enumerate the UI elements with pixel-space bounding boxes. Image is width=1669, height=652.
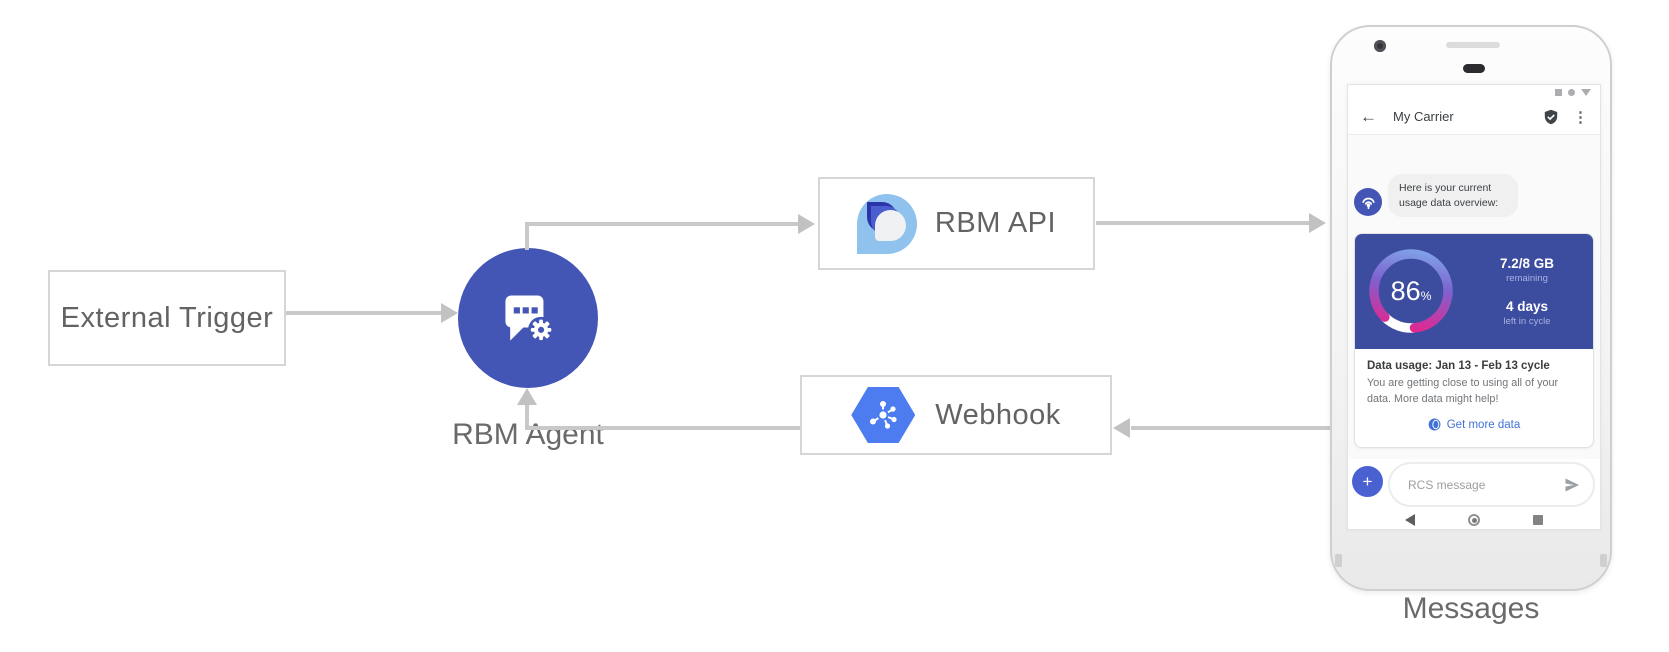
external-trigger-label: External Trigger [60,301,274,334]
status-dot-icon [1568,89,1575,96]
phone-device: ← My Carrier ⋮ Here is your current usag [1330,25,1612,591]
message-input-pill [1388,462,1595,507]
status-triangle-icon [1581,89,1591,96]
verified-shield-icon [1544,109,1558,124]
add-attachment-button[interactable]: + [1352,466,1383,497]
antenna-mark-right [1600,554,1607,567]
rbm-api-label: RBM API [934,207,1057,239]
get-more-data-label: Get more data [1446,418,1521,431]
rbm-api-logo-icon [856,193,917,254]
usage-body-text: You are getting close to using all of yo… [1367,377,1559,405]
chat-gear-icon [505,295,555,343]
arrow-trigger-to-agent [286,311,444,315]
remaining-value: 7.2/8 GB [1499,256,1555,271]
webhook-hexagon-icon [851,387,916,443]
front-camera [1374,40,1386,52]
arrow-agent-to-api-horizontal [525,222,799,226]
arrowhead-trigger-to-agent [441,303,458,323]
cycle-days-label: left in cycle [1503,316,1551,327]
globe-icon [1427,418,1441,431]
overflow-menu-icon[interactable]: ⋮ [1573,108,1588,126]
rcs-message-input[interactable] [1408,464,1548,505]
arrowhead-api-to-phone [1309,213,1326,233]
phone-screen: ← My Carrier ⋮ Here is your current usag [1347,84,1601,530]
cycle-days-value: 4 days [1505,299,1549,314]
android-nav-bar [1348,509,1600,529]
arrow-webhook-to-agent-vertical [525,404,529,428]
nav-back-button[interactable] [1405,514,1415,526]
broadcast-icon [1361,197,1375,209]
rbm-api-node: RBM API [818,177,1095,270]
rbm-agent-node [458,248,598,388]
app-bar-divider [1348,134,1600,135]
messages-caption: Messages [1402,592,1540,625]
usage-card-body: Data usage: Jan 13 - Feb 13 cycle You ar… [1355,349,1593,431]
usage-card-header: 86% 7.2/8 GB remaining 4 days left in cy… [1355,234,1593,349]
usage-percent: 86% [1390,275,1432,306]
conversation-app-bar: ← My Carrier ⋮ [1348,99,1600,134]
conversation-title: My Carrier [1393,109,1454,124]
external-trigger-node: External Trigger [48,270,286,366]
arrowhead-agent-to-api [798,214,815,234]
remaining-label: remaining [1506,273,1548,284]
usage-heading: Data usage: Jan 13 - Feb 13 cycle [1367,360,1550,372]
usage-rich-card: 86% 7.2/8 GB remaining 4 days left in cy… [1354,233,1594,448]
nav-home-button[interactable] [1468,514,1480,526]
get-more-data-button[interactable]: Get more data [1367,418,1581,431]
usage-stats: 7.2/8 GB remaining 4 days left in cycle [1459,234,1593,349]
top-speaker-slot [1446,42,1500,48]
nav-recents-button[interactable] [1533,515,1543,525]
antenna-mark-left [1335,554,1342,567]
arrowhead-webhook-to-agent [517,388,537,405]
status-square-icon [1555,89,1562,96]
status-bar [1555,89,1591,96]
webhook-label: Webhook [935,398,1061,431]
arrowhead-phone-to-webhook [1113,418,1130,438]
arrow-webhook-to-agent-horizontal [525,426,800,430]
earpiece [1463,64,1485,73]
arrow-api-to-phone [1096,221,1312,225]
send-icon[interactable] [1563,476,1581,494]
usage-gauge: 86% [1364,244,1458,338]
arrow-agent-to-api-vertical [525,224,529,250]
agent-avatar [1354,188,1382,216]
chat-bubble: Here is your current usage data overview… [1388,174,1518,218]
arrow-phone-to-webhook [1131,426,1330,430]
webhook-node: Webhook [800,375,1112,455]
back-arrow-icon[interactable]: ← [1360,106,1377,126]
